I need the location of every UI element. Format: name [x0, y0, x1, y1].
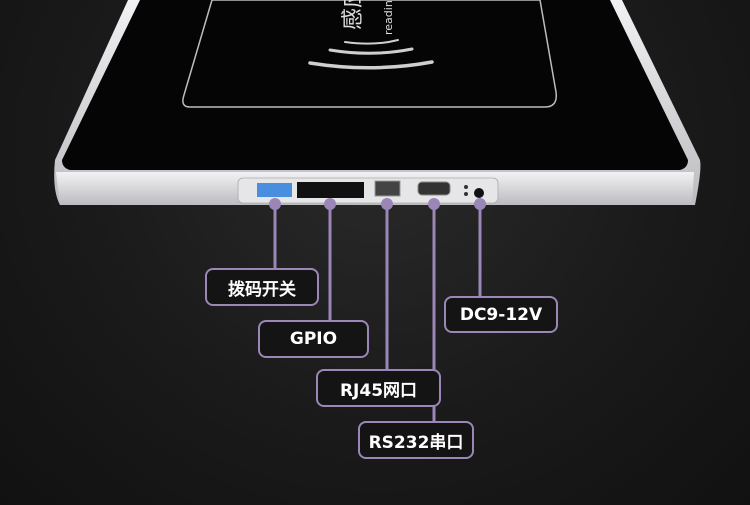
logo-text-en: reading	[382, 0, 395, 35]
callout-rj45: RJ45网口	[316, 369, 441, 407]
reader-area-outline	[182, 0, 558, 108]
callout-dc-power: DC9-12V	[444, 296, 558, 333]
nfc-waves-icon	[308, 39, 434, 70]
leader-dots	[269, 198, 486, 210]
callout-gpio: GPIO	[258, 320, 369, 358]
dip-switch-port	[257, 183, 292, 197]
logo-text-cn: 感应	[341, 0, 366, 30]
rj45-port	[374, 180, 401, 197]
gpio-port	[297, 182, 364, 198]
dc-jack-port	[474, 188, 484, 198]
callout-rs232: RS232串口	[358, 421, 474, 459]
rs232-port	[417, 181, 451, 196]
device-screen	[62, 0, 688, 170]
callout-dip-switch: 拨码开关	[205, 268, 319, 306]
